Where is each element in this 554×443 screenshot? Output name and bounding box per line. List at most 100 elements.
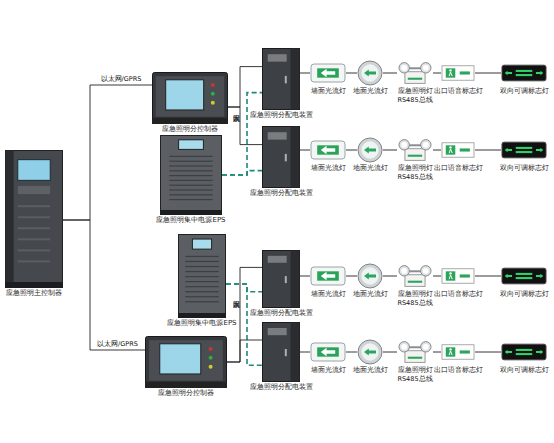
floor-light-illustration: [357, 60, 383, 86]
bus-label: RS485总线: [397, 300, 432, 307]
lamp-lens: [401, 142, 407, 148]
edge-label: 以太网/GPRS: [97, 341, 138, 348]
arrow-symbol: [505, 71, 512, 75]
connector: [228, 67, 262, 107]
light-panel: [317, 145, 339, 154]
cabinet-side: [6, 151, 14, 288]
vent-line: [185, 266, 219, 267]
wall-light-illustration: [310, 137, 346, 163]
bus-label: RS485总线: [397, 97, 432, 104]
arrow-symbol: [321, 348, 335, 357]
connector: [433, 73, 441, 74]
box-side: [291, 127, 300, 188]
sign-glyph-bar: [516, 151, 533, 153]
box-window: [268, 328, 287, 335]
connector: [383, 150, 397, 151]
distribution-device-illustration: [262, 250, 300, 308]
exit-voice-sign: 出口语音标志灯: [441, 137, 475, 174]
light-ring: [358, 340, 382, 364]
sub-controller: 应急照明分控制器: [152, 72, 228, 136]
box-window: [268, 256, 287, 263]
floor-light-illustration: [357, 263, 383, 289]
vent-line: [169, 189, 212, 190]
node-caption: 出口语音标志灯: [417, 88, 499, 95]
sign-body: [442, 66, 474, 81]
connector: [475, 150, 501, 151]
light-ring: [358, 61, 382, 85]
sign-symbol: [446, 145, 456, 154]
bidirectional-sign-illustration: [501, 60, 547, 86]
sign-body: [442, 345, 474, 360]
light-housing: [311, 267, 345, 285]
vent-line: [185, 256, 219, 257]
connector: [346, 276, 357, 277]
bus-label: RS485总线: [397, 376, 432, 383]
bidirectional-sign: 双向可调标志灯: [501, 263, 547, 300]
vent-line: [169, 180, 212, 181]
connector: [63, 220, 145, 350]
arrow-symbol: [321, 146, 335, 155]
sign-bar: [460, 148, 470, 151]
vent-line: [185, 301, 219, 302]
lamp-stripe: [408, 357, 422, 359]
vent-line: [18, 205, 50, 207]
wall-light: 墙面光流灯: [310, 339, 346, 376]
sign-bar: [460, 274, 470, 277]
box-side: [291, 49, 300, 110]
sign-figure: [449, 275, 452, 279]
sign-body: [502, 268, 546, 284]
node-caption: 应急照明分配电装置: [238, 190, 324, 197]
bus-label: RS485总线: [397, 174, 432, 181]
vent-line: [185, 271, 219, 272]
wall-light: 墙面光流灯: [310, 263, 346, 300]
light-face: [361, 343, 378, 360]
bidirectional-sign-illustration: [501, 137, 547, 163]
lamp-lens: [423, 65, 429, 71]
lamp-head: [421, 266, 431, 276]
arrow-symbol: [505, 350, 512, 354]
connector: [346, 73, 357, 74]
arrow-symbol: [536, 350, 543, 354]
sign-figure: [449, 149, 452, 153]
lamp-lens: [423, 268, 429, 274]
sign-glyph-bar: [516, 349, 533, 351]
vent-line: [169, 194, 212, 195]
connector: [346, 150, 357, 151]
node-caption: 双向可调标志灯: [477, 165, 554, 172]
distribution-device-illustration: [262, 48, 300, 110]
indicator-light: [211, 101, 215, 105]
floor-light-illustration: [357, 339, 383, 365]
wall-light-illustration: [310, 60, 346, 86]
floor-light: 地面光流灯: [357, 339, 383, 376]
indicator-light: [209, 356, 213, 360]
controller-face: [149, 340, 223, 381]
bidirectional-sign: 双向可调标志灯: [501, 137, 547, 174]
cabinet-base: [178, 313, 226, 318]
floor-light: 地面光流灯: [357, 60, 383, 97]
sign-glyph-bar: [516, 277, 533, 279]
sub-controller: 应急照明分控制器: [145, 336, 227, 400]
exit-voice-sign-illustration: [441, 137, 475, 163]
connector: [383, 352, 397, 353]
power-link: [222, 171, 262, 175]
light-housing: [311, 64, 345, 82]
sign-body: [502, 344, 546, 360]
sign-body: [442, 143, 474, 158]
sign-glyph-bar: [516, 147, 533, 149]
connector: [227, 340, 262, 362]
vent-line: [169, 199, 212, 200]
distribution-device: 应急照明分配电装置: [262, 322, 300, 393]
connector: [300, 352, 310, 353]
vent-line: [169, 185, 212, 186]
exit-voice-sign-illustration: [441, 263, 475, 289]
lamp-stripe: [408, 281, 422, 283]
light-ring: [358, 264, 382, 288]
indicator-light: [211, 92, 215, 96]
light-face: [361, 267, 378, 284]
box-window: [268, 132, 287, 139]
lamp-head: [399, 342, 409, 352]
box-handle: [285, 276, 287, 283]
floor-light-illustration: [357, 137, 383, 163]
indicator-light: [209, 365, 213, 369]
connector: [346, 352, 357, 353]
